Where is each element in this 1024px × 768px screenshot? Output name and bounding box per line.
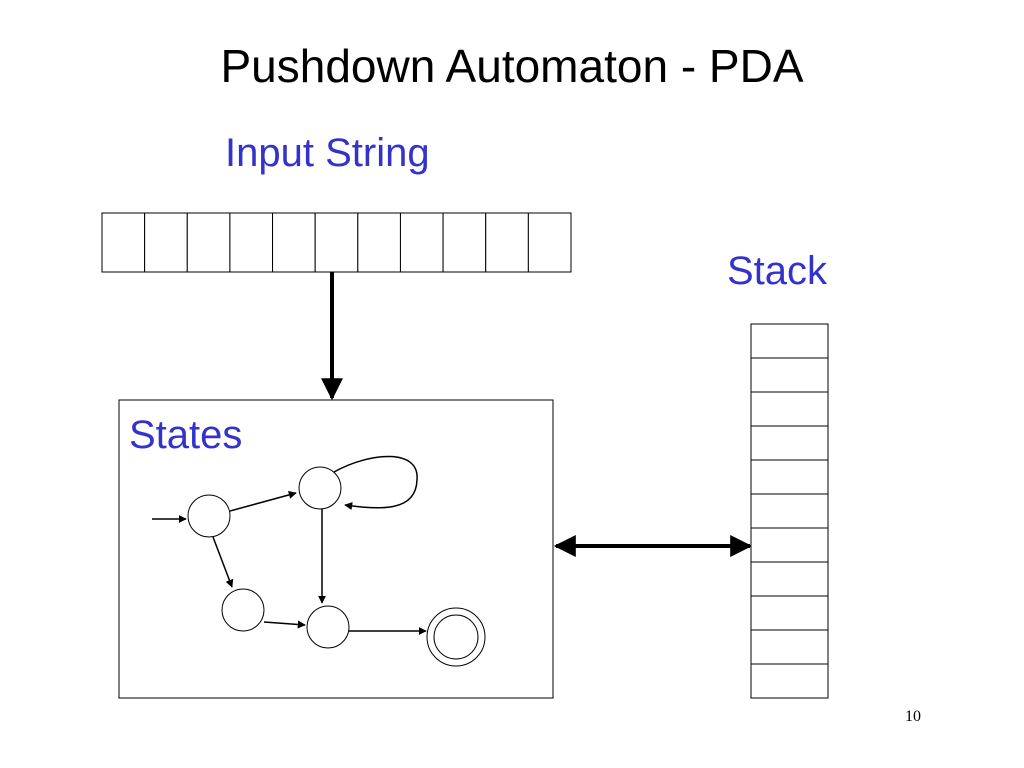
input-string-label: Input String [225,131,430,175]
stack-cell [750,357,829,393]
transition-start-to-top [229,491,297,512]
input-tape-cell [485,212,529,273]
stack-cell [750,595,829,631]
stack-cell [750,663,829,699]
transition-start-to-lower-left [212,536,234,588]
stack-cell [750,391,829,427]
state-lower-left [221,588,265,632]
state-accepting-outer [426,607,486,667]
stack-cell [750,459,829,495]
transition-lower-left-to-lower-middle [263,620,306,629]
self-loop-top-state [333,455,418,510]
input-tape-cell [144,212,188,273]
input-tape [101,212,572,273]
states-box [118,399,554,699]
input-tape-cell [314,212,359,273]
slide-title: Pushdown Automaton - PDA [220,40,804,92]
input-tape-cell [101,212,146,273]
stack-cell [750,493,829,529]
state-lower-middle [306,605,350,649]
state-top [298,466,342,510]
stack-label: Stack [727,249,828,293]
input-tape-cell [399,212,444,273]
page-number: 10 [905,708,921,725]
input-tape-cell [527,212,572,273]
state-machine [152,455,486,667]
state-accepting-inner [433,614,479,660]
input-tape-cell [357,212,401,273]
states-label: States [129,413,243,457]
stack-cell [750,425,829,461]
stack-cell [750,629,829,665]
input-tape-cell [229,212,274,273]
input-tape-cell [442,212,487,273]
state-start [187,494,231,538]
input-tape-cell [186,212,231,273]
stack [750,323,829,699]
stack-cell [750,323,829,359]
stack-cell [750,561,829,597]
stack-cell [750,527,829,563]
input-tape-cell [272,212,316,273]
